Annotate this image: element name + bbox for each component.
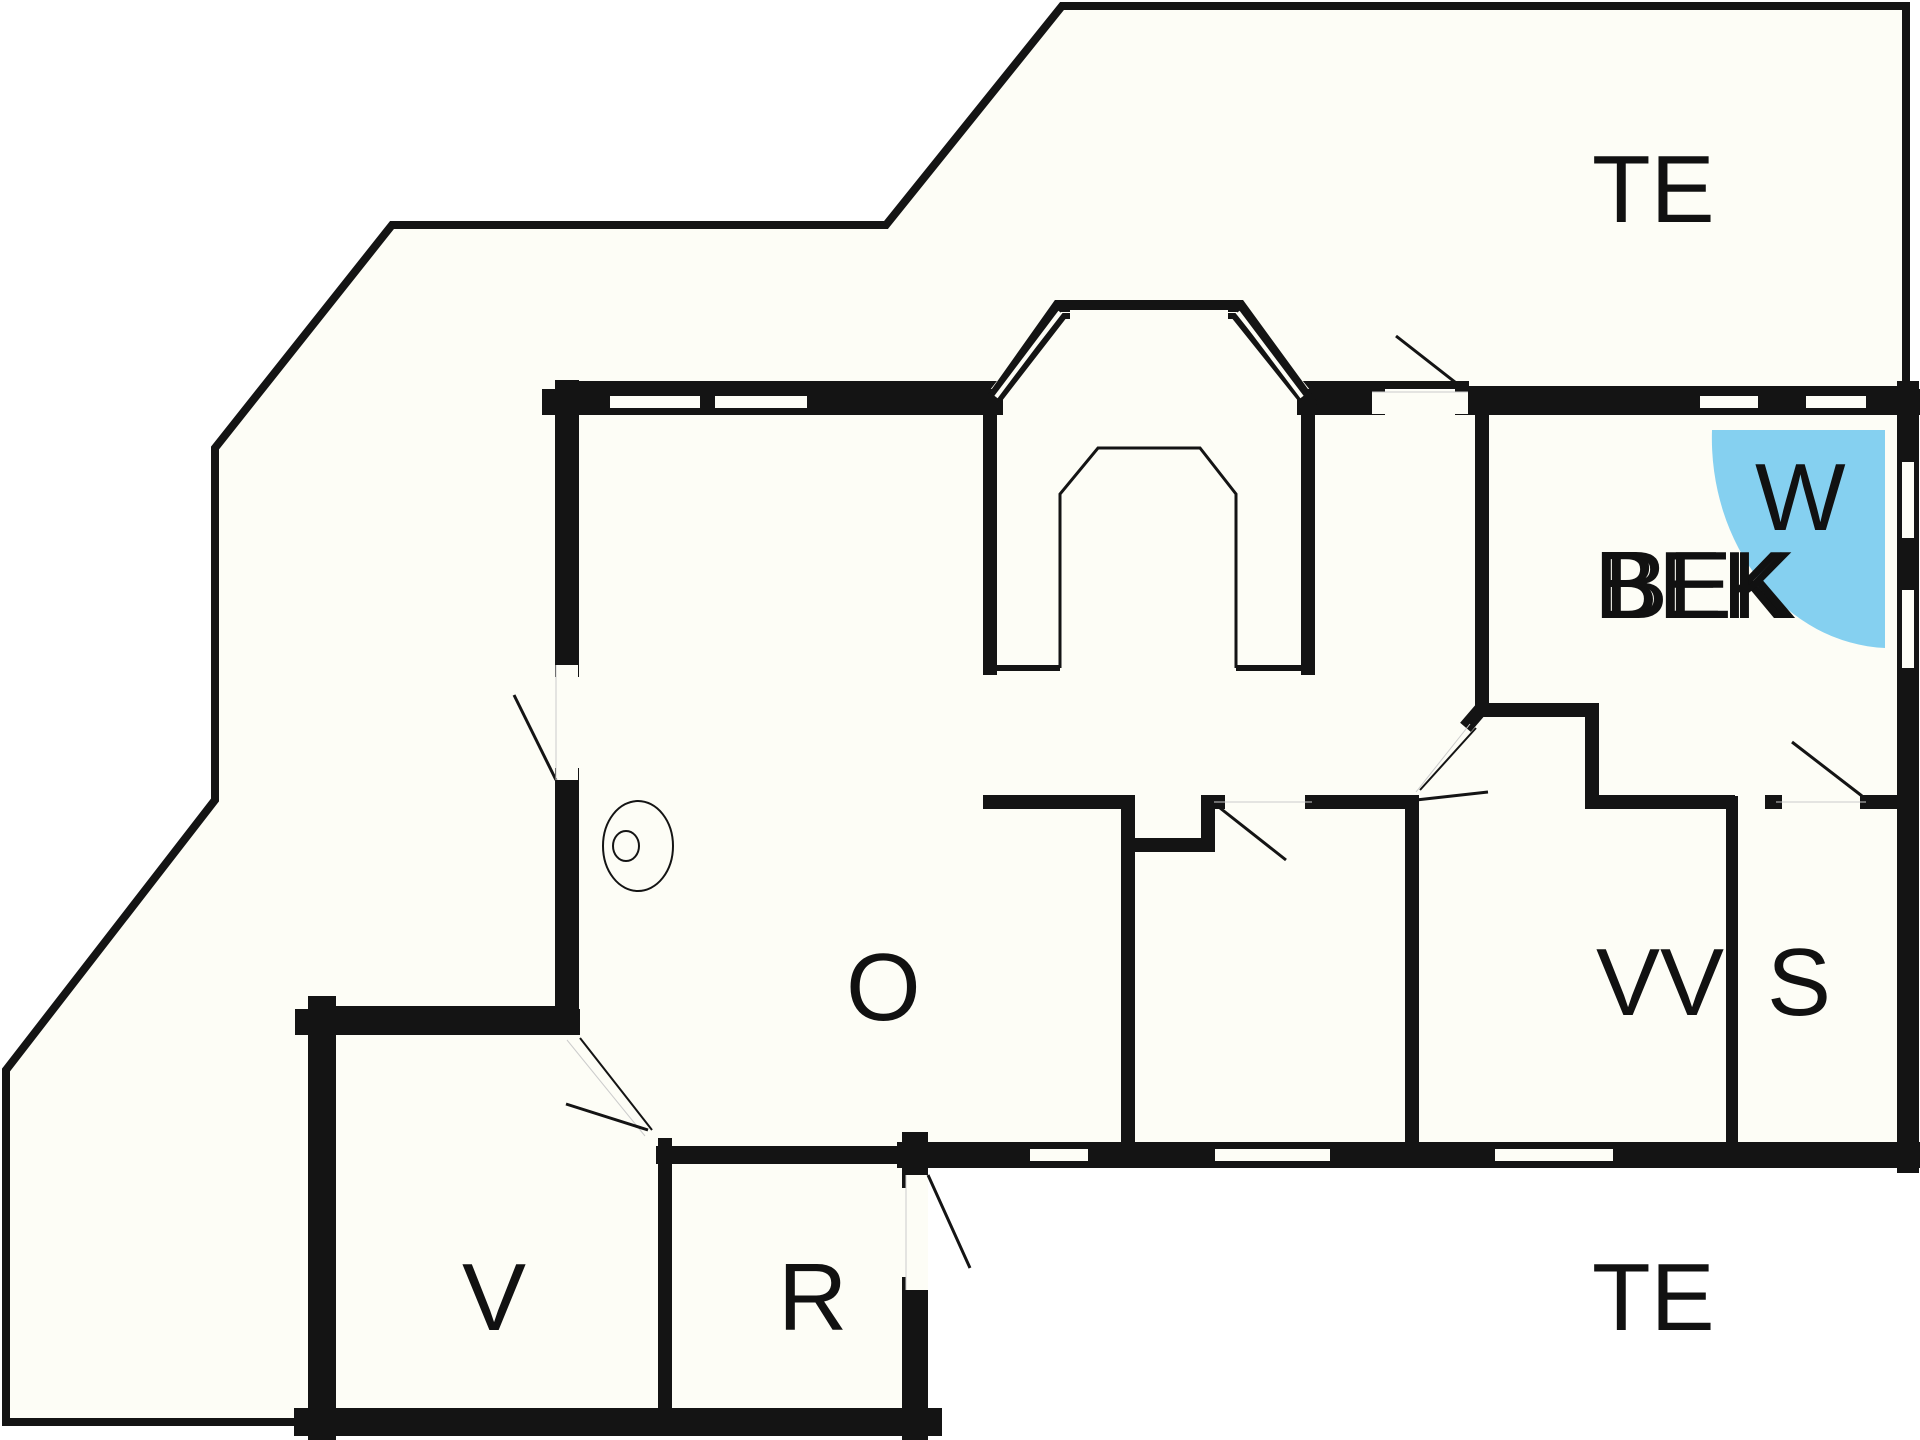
- window-icon: [1700, 396, 1758, 408]
- storage-room-label: R: [778, 1244, 847, 1351]
- window-icon: [1902, 590, 1914, 668]
- window-icon: [1215, 1149, 1330, 1161]
- wood-stove-icon: [602, 800, 674, 892]
- door-openings: [556, 392, 1468, 1290]
- window-icon: [1030, 1149, 1088, 1161]
- bay-window-left: [994, 310, 1062, 399]
- bay-alcove-floor: [990, 302, 1310, 390]
- terrace-bottom-label: TE: [1592, 1244, 1715, 1351]
- window-icon: [715, 396, 807, 408]
- bedroom-kitchen-label-a: BEK: [1594, 532, 1786, 639]
- terrace-top-label: TE: [1592, 136, 1715, 243]
- sauna-label: S: [1767, 929, 1831, 1036]
- bay-window-right: [1236, 310, 1304, 399]
- window-icon: [1902, 462, 1914, 538]
- window-icon: [1495, 1149, 1613, 1161]
- utility-room-label: V: [462, 1244, 526, 1351]
- whirlpool-label: W: [1755, 444, 1846, 551]
- bathroom-label: VV: [1596, 929, 1724, 1036]
- fireplace-outline: [1058, 446, 1238, 668]
- door-swing-icon: [512, 334, 1866, 1290]
- bedroom-kitchen-label-b: BEK: [1604, 532, 1796, 639]
- whirlpool-icon: [1711, 430, 1885, 648]
- window-icon: [1806, 396, 1866, 408]
- windows: [610, 310, 1914, 1161]
- window-icon: [1070, 310, 1228, 320]
- living-room-label: O: [846, 934, 921, 1041]
- window-icon: [610, 396, 700, 408]
